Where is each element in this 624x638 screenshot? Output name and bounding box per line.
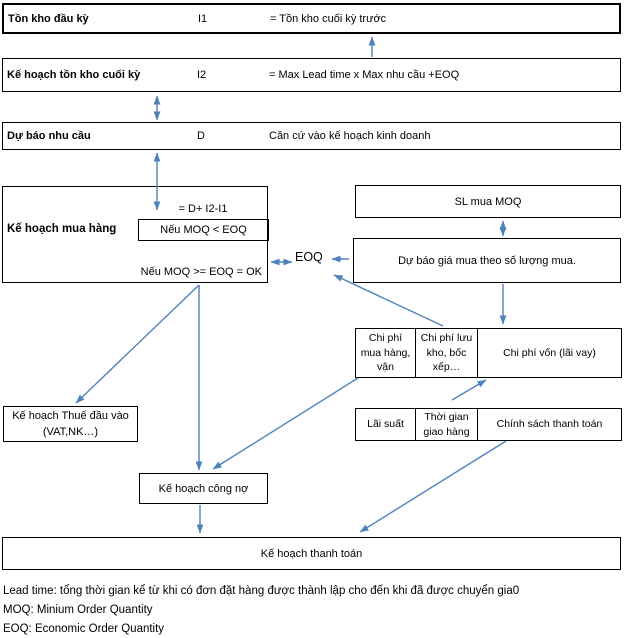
payment-policy-text: Chính sách thanh toán bbox=[496, 418, 603, 431]
payment-plan-box: Kế hoạch thanh toán bbox=[2, 537, 621, 570]
opening-inventory-desc: = Tồn kho cuối kỳ trước bbox=[270, 12, 387, 25]
payment-plan-text: Kế hoạch thanh toán bbox=[260, 547, 363, 560]
opening-inventory-code: I1 bbox=[198, 12, 208, 25]
demand-forecast-label: Dự báo nhu cầu bbox=[7, 130, 91, 142]
storage-cost-text: Chi phí lưu kho, bốc xếp… bbox=[420, 332, 473, 374]
footnote-eoq: EOQ: Economic Order Quantity bbox=[3, 622, 165, 635]
payment-policy-cell: Chính sách thanh toán bbox=[478, 409, 621, 440]
input-tax-plan-line1: Kế hoạch Thuế đầu vào bbox=[12, 410, 129, 422]
moq-lt-eoq-text: Nếu MOQ < EOQ bbox=[160, 224, 247, 236]
storage-cost-cell: Chi phí lưu kho, bốc xếp… bbox=[416, 329, 478, 377]
delivery-time-text: Thời gian giao hàng bbox=[423, 410, 470, 438]
input-tax-plan-box: Kế hoạch Thuế đầu vào (VAT,NK…) bbox=[3, 406, 138, 442]
moq-quantity-text: SL mua MOQ bbox=[454, 195, 522, 208]
delivery-time-cell: Thời gian giao hàng bbox=[416, 409, 478, 440]
capital-cost-text: Chi phí vốn (lãi vay) bbox=[503, 346, 596, 359]
ending-inventory-plan-label: Kế hoạch tồn kho cuối kỳ bbox=[7, 69, 141, 81]
arrow-purchasecost-to-debtplan bbox=[212, 377, 359, 470]
capital-cost-cell: Chi phí vốn (lãi vay) bbox=[478, 329, 621, 377]
interest-rate-text: Lãi suất bbox=[367, 418, 404, 431]
terms-row: Lãi suất Thời gian giao hàng Chính sách … bbox=[355, 408, 622, 441]
purchase-plan-label: Kế hoạch mua hàng bbox=[7, 223, 117, 235]
purchase-cost-cell: Chi phí mua hàng, vận bbox=[356, 329, 416, 377]
input-tax-plan-line2: (VAT,NK…) bbox=[42, 426, 99, 438]
demand-forecast-code: D bbox=[197, 130, 205, 142]
purchase-cost-text: Chi phí mua hàng, vận bbox=[360, 332, 411, 374]
purchase-plan-formula: = D+ I2-I1 bbox=[178, 203, 228, 215]
eoq-label: EOQ bbox=[295, 250, 323, 264]
footnote-leadtime: Lead time: tổng thời gian kể từ khi có đ… bbox=[3, 585, 520, 597]
footnotes: Lead time: tổng thời gian kể từ khi có đ… bbox=[3, 582, 519, 638]
ending-inventory-plan-box: Kế hoạch tồn kho cuối kỳ I2 = Max Lead t… bbox=[2, 58, 621, 92]
cost-row: Chi phí mua hàng, vận Chi phí lưu kho, b… bbox=[355, 328, 622, 378]
input-tax-plan-text: Kế hoạch Thuế đầu vào (VAT,NK…) bbox=[12, 408, 129, 440]
arrow-purchaseplan-to-taxplan bbox=[75, 284, 200, 404]
moq-gte-eoq-text: Nếu MOQ >= EOQ = OK bbox=[140, 266, 262, 278]
price-forecast-box: Dự báo giá mua theo số lượng mua. bbox=[353, 238, 621, 283]
footnote-moq: MOQ: Minium Order Quantity bbox=[3, 603, 153, 616]
demand-forecast-desc: Căn cứ vào kế hoạch kinh doanh bbox=[269, 130, 431, 142]
demand-forecast-box: Dự báo nhu cầu D Căn cứ vào kế hoạch kin… bbox=[2, 122, 621, 150]
moq-lt-eoq-box: Nếu MOQ < EOQ bbox=[138, 219, 269, 241]
purchase-plan-box: Kế hoạch mua hàng = D+ I2-I1 Nếu MOQ < E… bbox=[2, 186, 269, 283]
opening-inventory-box: Tồn kho đầu kỳ I1 = Tồn kho cuối kỳ trướ… bbox=[2, 3, 621, 34]
opening-inventory-label: Tồn kho đầu kỳ bbox=[8, 12, 89, 25]
debt-plan-box: Kế hoạch công nợ bbox=[139, 473, 268, 504]
moq-quantity-box: SL mua MOQ bbox=[355, 185, 621, 218]
price-forecast-text: Dự báo giá mua theo số lượng mua. bbox=[398, 254, 576, 267]
debt-plan-text: Kế hoạch công nợ bbox=[158, 482, 249, 495]
interest-rate-cell: Lãi suất bbox=[356, 409, 416, 440]
ending-inventory-plan-code: I2 bbox=[197, 69, 207, 81]
ending-inventory-plan-desc: = Max Lead time x Max nhu cầu +EOQ bbox=[269, 69, 460, 81]
arrow-paymentpolicy-to-paymentplan bbox=[359, 440, 507, 533]
arrow-deliverytime-to-capitalcost bbox=[451, 379, 487, 401]
